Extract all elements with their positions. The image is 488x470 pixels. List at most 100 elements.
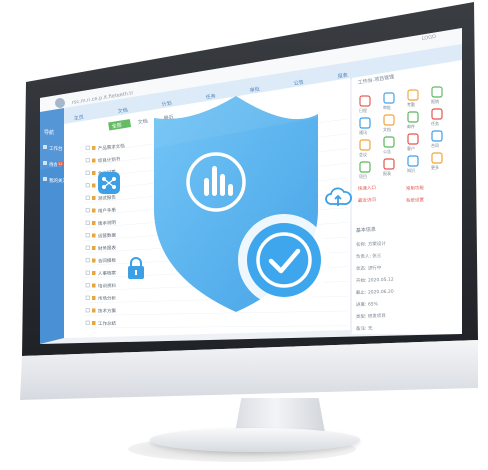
app-tile[interactable]: 报销 xyxy=(431,98,439,104)
file-tab[interactable]: 最近 xyxy=(163,113,174,121)
file-row-name[interactable]: 财务报表 xyxy=(98,244,117,252)
file-row-name[interactable]: 工作总结 xyxy=(98,320,117,327)
row-checkbox[interactable] xyxy=(85,258,90,263)
app-tile[interactable]: 报表 xyxy=(383,170,391,176)
row-checkbox[interactable] xyxy=(85,283,90,288)
file-row-name[interactable]: 市场分析 xyxy=(98,295,117,302)
app-tile[interactable]: 客户 xyxy=(407,145,415,151)
file-row-name[interactable]: 项目计划书 xyxy=(98,155,122,164)
file-icon xyxy=(92,283,96,288)
file-icon xyxy=(92,321,96,325)
app-icon xyxy=(431,108,443,120)
file-icon xyxy=(92,271,96,275)
file-tab-active-bg xyxy=(108,119,132,131)
file-row-name[interactable]: 版本说明 xyxy=(98,219,117,227)
row-checkbox[interactable] xyxy=(85,195,90,200)
nav-tab[interactable]: 审批 xyxy=(249,85,260,93)
app-tile[interactable]: 知识 xyxy=(407,167,415,173)
row-checkbox[interactable] xyxy=(85,158,90,163)
detail-line: 状态: 进行中 xyxy=(356,264,382,272)
app-tile[interactable]: 更多 xyxy=(431,164,439,170)
app-tile[interactable]: 合同 xyxy=(431,142,439,148)
file-row-name[interactable]: 合同模板 xyxy=(98,257,117,265)
app-icon xyxy=(407,133,419,145)
sidebar-header: 导航 xyxy=(44,129,54,136)
app-logo-icon xyxy=(55,98,65,108)
detail-line: 开始: 2020.05.12 xyxy=(356,276,394,284)
file-panel-tabs: 全部 文档 最近 xyxy=(108,113,174,131)
row-checkbox[interactable] xyxy=(85,295,90,300)
quick-link[interactable]: 最近访问 xyxy=(358,196,377,204)
app-tile[interactable]: 公告 xyxy=(383,148,391,154)
row-checkbox[interactable] xyxy=(85,145,90,150)
app-icon xyxy=(407,111,419,123)
nav-tab[interactable]: 公告 xyxy=(293,78,304,86)
file-row-name[interactable]: 用户手册 xyxy=(98,206,117,214)
row-checkbox[interactable] xyxy=(85,208,90,213)
app-tile[interactable]: 审批 xyxy=(383,104,391,110)
checkmark xyxy=(268,248,301,274)
topbar-right-label[interactable]: LOGO xyxy=(421,34,436,42)
check-circle-inner-ring xyxy=(256,232,312,288)
network-icon xyxy=(98,172,120,194)
row-checkbox[interactable] xyxy=(85,245,90,250)
app-tile[interactable]: 考勤 xyxy=(407,101,415,107)
app-tile[interactable]: 会议 xyxy=(359,151,367,157)
nav-tab[interactable]: 任务 xyxy=(205,92,216,100)
nav-tab[interactable]: 主页 xyxy=(73,113,84,121)
app-tile[interactable]: 项目 xyxy=(359,173,367,179)
app-icon xyxy=(359,139,371,151)
file-row-name[interactable]: 测试报告 xyxy=(98,194,117,202)
sidebar-list: 导航 工作台待办事项12我的关注 xyxy=(43,129,67,184)
app-icon xyxy=(383,92,395,104)
nav-tab[interactable]: 文档 xyxy=(117,106,128,114)
app-tile[interactable]: 日程 xyxy=(359,107,367,113)
row-checkbox[interactable] xyxy=(85,220,90,225)
tab-strip: 主页 文档 计划 任务 审批 公告 报表 xyxy=(73,71,348,121)
top-nav-bar xyxy=(64,44,462,124)
file-icon xyxy=(92,308,96,313)
sidebar-item[interactable]: 我的关注 xyxy=(49,177,67,184)
quick-link[interactable]: 快速入口 xyxy=(358,184,376,192)
file-icon xyxy=(92,258,96,263)
file-icon xyxy=(92,171,96,175)
sidebar-item-icon xyxy=(43,161,47,165)
row-checkbox[interactable] xyxy=(85,308,90,313)
file-row-name[interactable]: 人事档案 xyxy=(98,269,117,277)
sidebar-item[interactable]: 工作台 xyxy=(49,145,63,152)
app-icon xyxy=(383,136,395,148)
file-tab[interactable]: 全部 xyxy=(111,121,122,129)
right-panel xyxy=(352,60,462,334)
detail-line: 类型: 研发项目 xyxy=(356,312,386,320)
file-icon xyxy=(92,208,96,213)
app-icon xyxy=(431,152,443,164)
file-row-name[interactable]: 培训资料 xyxy=(98,282,117,290)
file-row-name[interactable]: 运营数据 xyxy=(98,231,117,239)
sidebar-item-icon xyxy=(43,145,47,149)
row-checkbox[interactable] xyxy=(85,320,90,325)
quick-link[interactable]: 系统设置 xyxy=(406,196,425,204)
row-checkbox[interactable] xyxy=(85,233,90,238)
bar-chart-icon xyxy=(204,166,233,196)
monitor-chin xyxy=(20,340,478,400)
nav-tab[interactable]: 报表 xyxy=(337,71,348,79)
file-icon xyxy=(92,196,96,200)
app-tile[interactable]: 通讯 xyxy=(359,129,367,135)
row-checkbox[interactable] xyxy=(85,183,90,188)
file-icon xyxy=(92,233,96,238)
file-tab[interactable]: 文档 xyxy=(137,117,148,125)
nav-tab[interactable]: 计划 xyxy=(161,99,172,107)
detail-line: 截止: 2020.06.20 xyxy=(356,288,394,296)
file-row-name[interactable]: 技术方案 xyxy=(98,307,117,314)
row-checkbox[interactable] xyxy=(85,270,90,275)
app-tile[interactable]: 任务 xyxy=(431,120,439,126)
bar-chart-icon-ring xyxy=(186,152,246,212)
app-icon xyxy=(383,114,395,126)
detail-line: 进度: 65% xyxy=(356,300,379,308)
file-row-name[interactable]: 产品需求文档 xyxy=(97,142,125,152)
app-tile[interactable]: 文档 xyxy=(383,126,391,132)
app-tile[interactable]: 邮件 xyxy=(407,123,415,129)
quick-link[interactable]: 常用功能 xyxy=(406,184,425,192)
row-checkbox[interactable] xyxy=(85,170,90,175)
